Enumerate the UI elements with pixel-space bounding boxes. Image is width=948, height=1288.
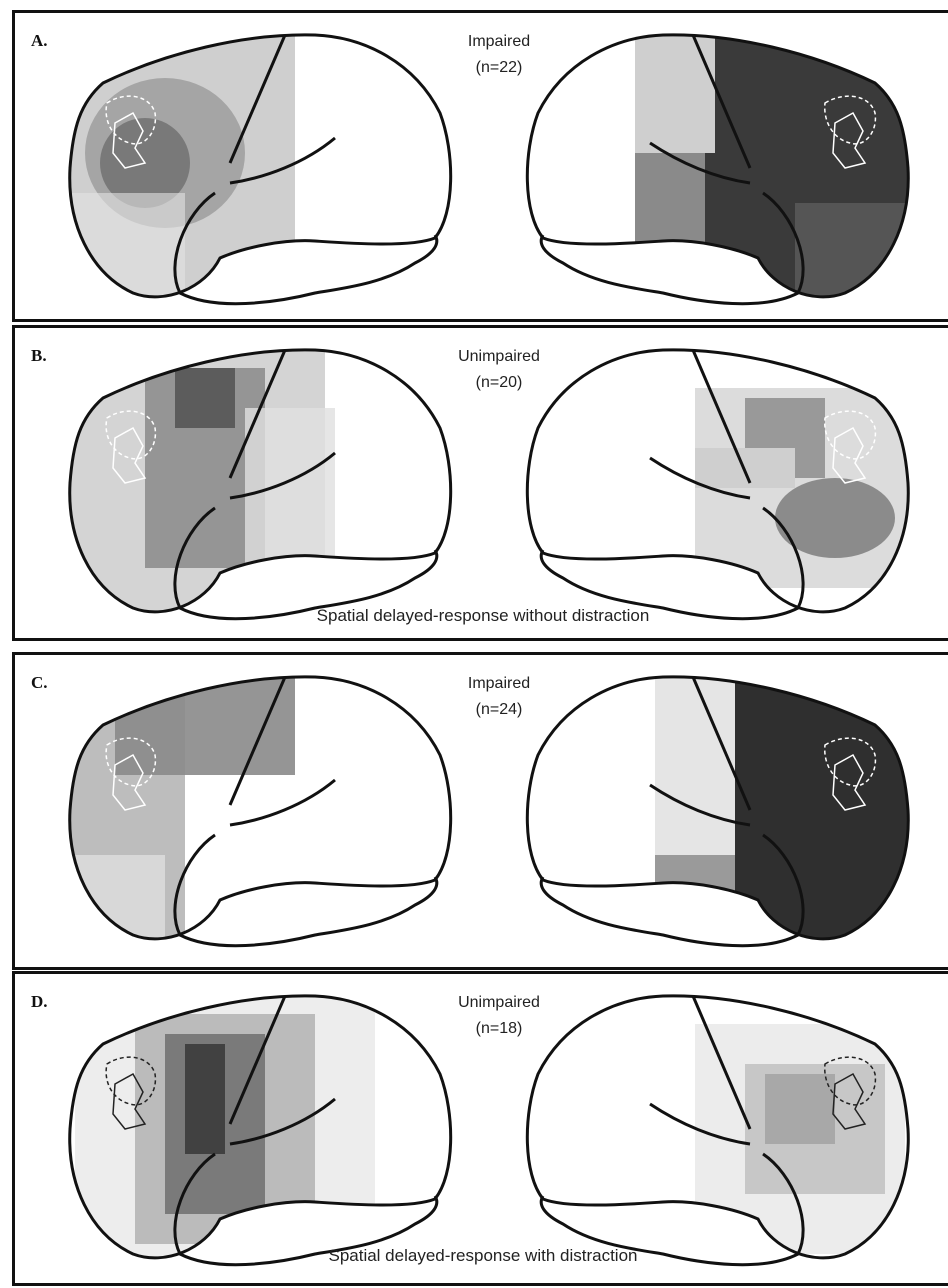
panel-letter: C. xyxy=(31,673,48,693)
left-lesion-overlay-b xyxy=(65,348,335,628)
panel-d: D. Unimpaired (n=18) Spatial delayed-res… xyxy=(12,971,948,1286)
panel-letter: B. xyxy=(31,346,47,366)
condition-label: Impaired xyxy=(445,675,553,693)
sample-size: (n=18) xyxy=(445,1020,553,1038)
panel-letter: A. xyxy=(31,31,48,51)
panel-a: A. Impaired (n=22) xyxy=(12,10,948,322)
condition-label: Unimpaired xyxy=(445,348,553,366)
left-lesion-overlay-a xyxy=(65,33,295,313)
panel-caption: Spatial delayed-response without distrac… xyxy=(15,606,948,626)
left-lesion-overlay-c xyxy=(65,675,295,955)
condition-label: Impaired xyxy=(445,33,553,51)
panel-caption: Spatial delayed-response with distractio… xyxy=(15,1246,948,1266)
right-lesion-overlay-c xyxy=(655,675,935,955)
sample-size: (n=20) xyxy=(445,374,553,392)
sample-size: (n=24) xyxy=(445,701,553,719)
right-lesion-overlay-b xyxy=(695,388,915,588)
panel-c: C. Impaired (n=24) xyxy=(12,652,948,970)
panel-b: B. Unimpaired (n=20) Spatial delayed-res… xyxy=(12,325,948,641)
sample-size: (n=22) xyxy=(445,59,553,77)
panel-letter: D. xyxy=(31,992,48,1012)
condition-label: Unimpaired xyxy=(445,994,553,1012)
right-lesion-overlay-a xyxy=(635,33,935,313)
